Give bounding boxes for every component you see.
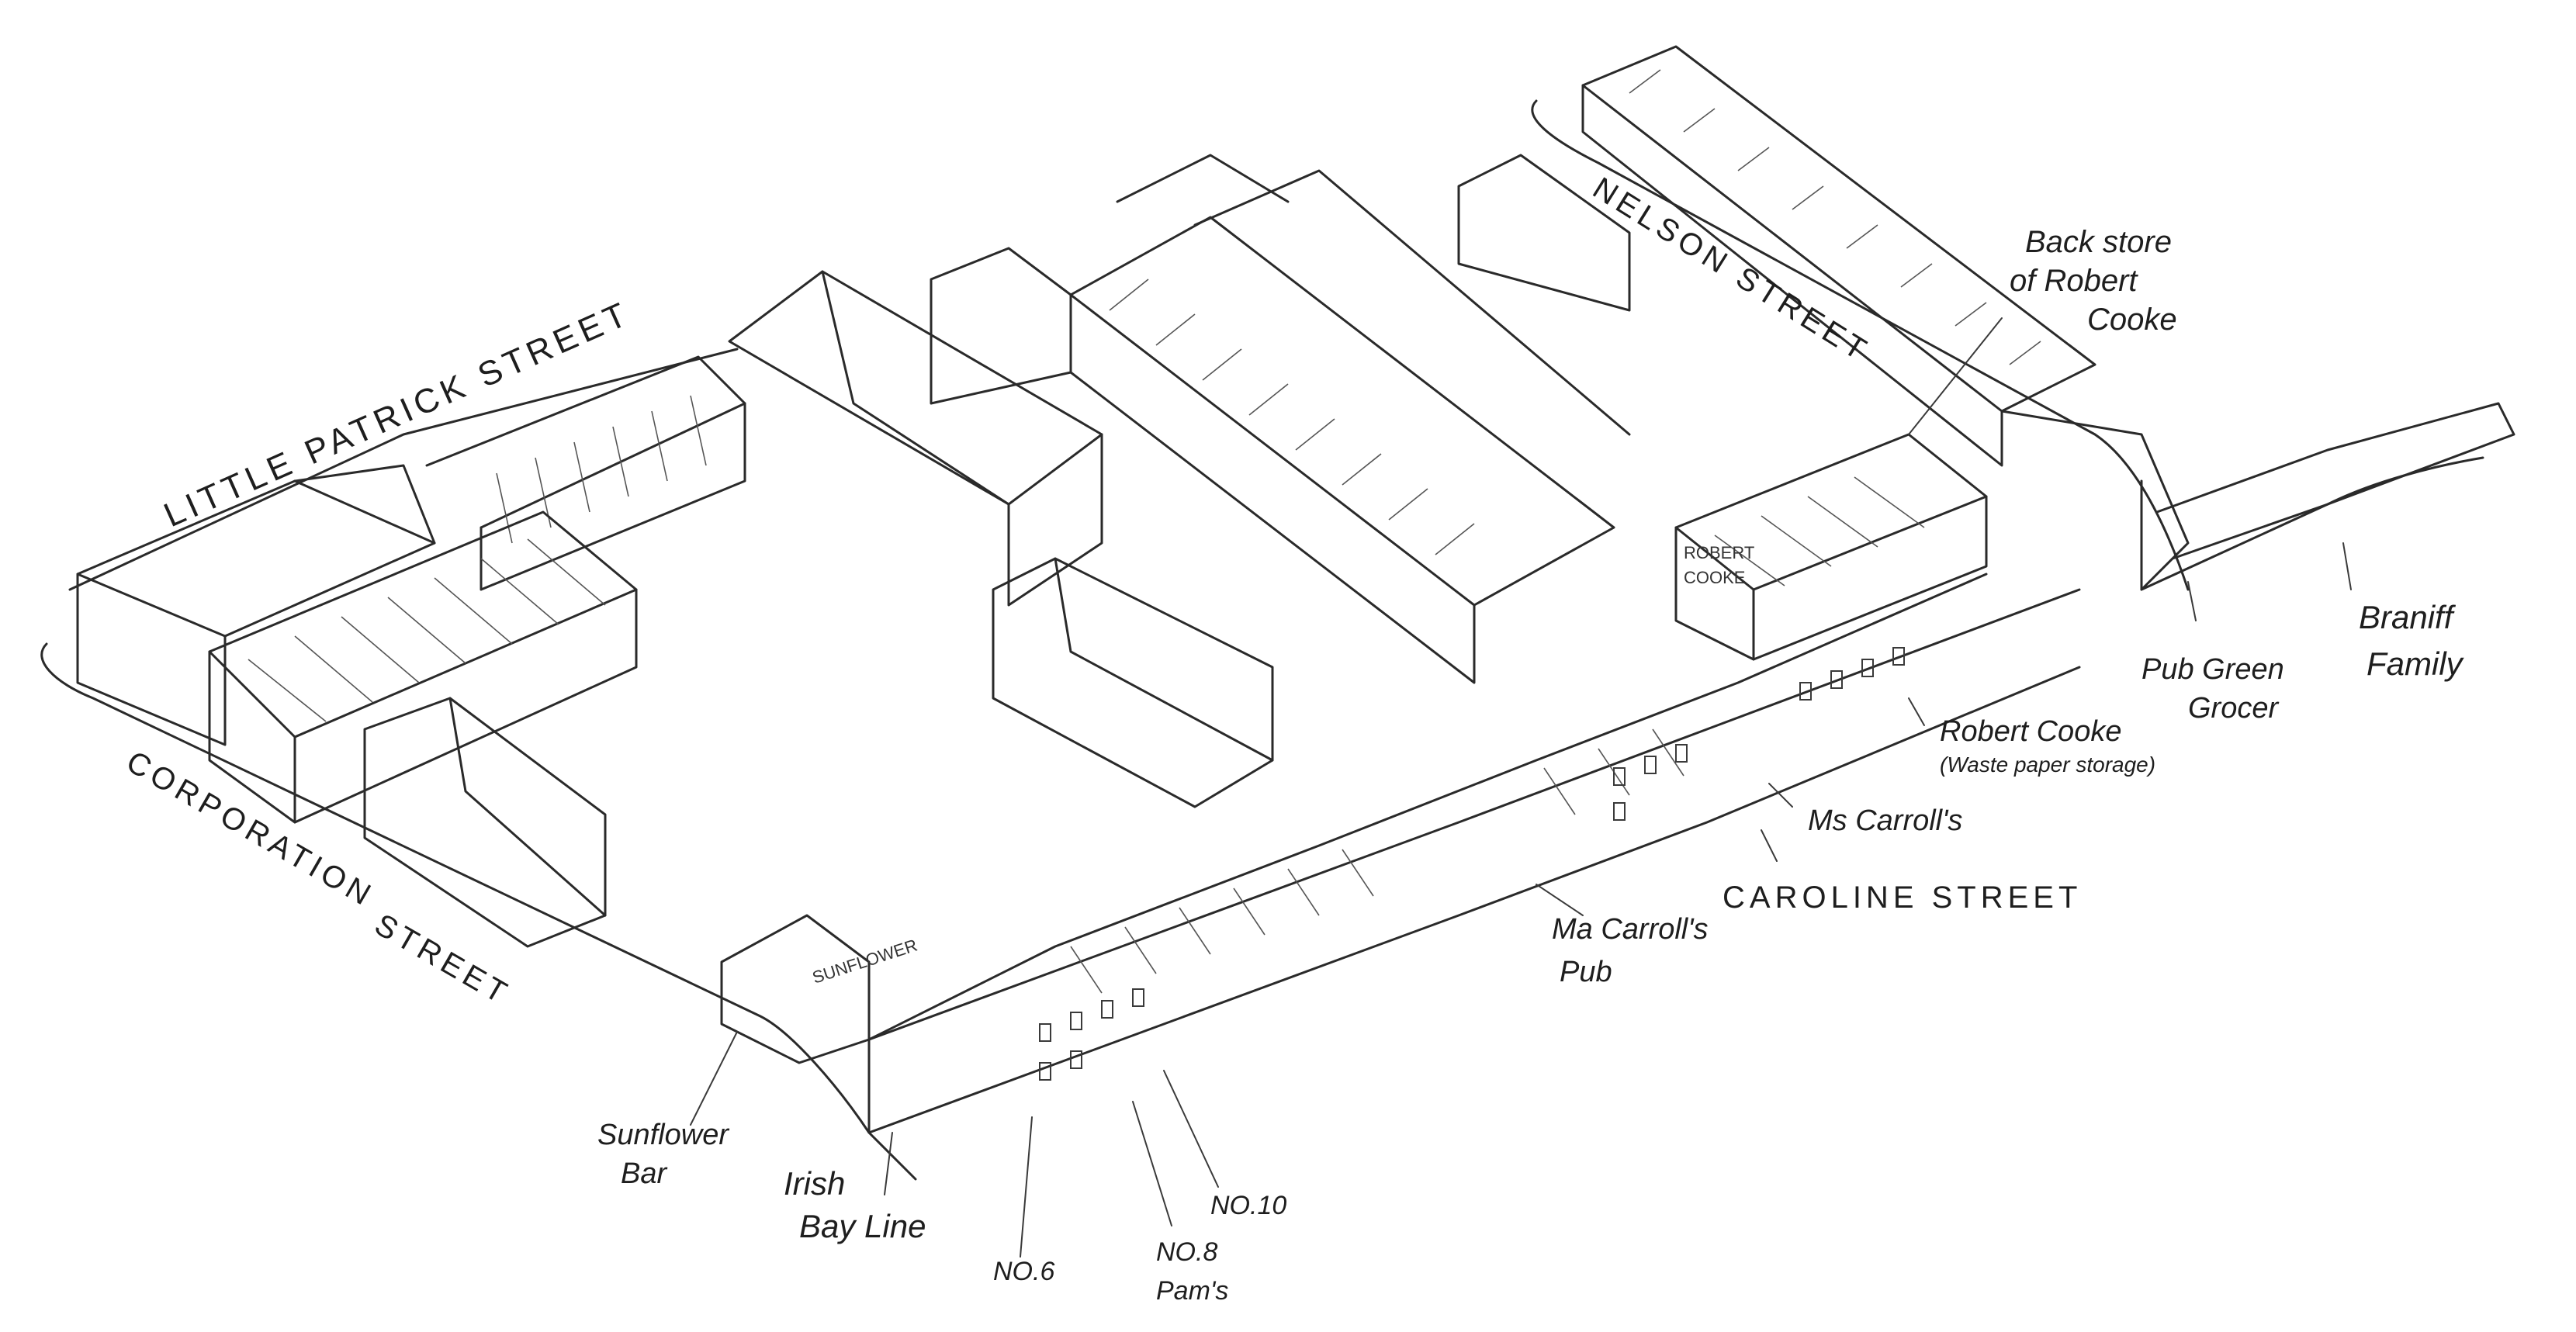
no8-label-2: Pam's — [1156, 1276, 1228, 1306]
robert-cooke-sign-2: COOKE — [1684, 568, 1745, 587]
pub-green-grocer-label-1: Pub Green — [2141, 653, 2284, 686]
sunflower-sign: SUNFLOWER — [810, 936, 919, 988]
irish-bay-line-label-1: Irish — [784, 1165, 845, 1202]
braniff-label-2: Family — [2367, 645, 2465, 682]
back-store-label-3: Cooke — [2087, 303, 2177, 337]
robert-cooke-label-2: (Waste paper storage) — [1940, 752, 2155, 777]
central-terrace-rows — [930, 154, 1631, 684]
no8-label-1: NO.8 — [1156, 1237, 1217, 1267]
back-store-label-2: of Robert — [2010, 264, 2138, 298]
sunflower-bar-label-1: Sunflower — [597, 1119, 729, 1151]
robert-cooke-sign: ROBERT — [1684, 543, 1754, 562]
no10-label: NO.10 — [1210, 1191, 1286, 1220]
pub-green-grocer-label-2: Grocer — [2188, 692, 2279, 725]
braniff-label-1: Braniff — [2359, 599, 2457, 635]
caroline-street-frontage: SUNFLOWER — [720, 573, 2081, 1134]
robert-cooke-label-1: Robert Cooke — [1940, 715, 2121, 748]
little-patrick-street-label: LITTLE PATRICK STREET — [158, 294, 636, 535]
ma-carrolls-label-1: Ma Carroll's — [1552, 913, 1709, 946]
ms-carrolls-label: Ms Carroll's — [1808, 804, 1962, 837]
ma-carrolls-label-2: Pub — [1560, 956, 1612, 988]
corporation-street-label-line1: CORPORATION — [121, 745, 380, 915]
back-store-label-1: Back store — [2025, 225, 2172, 259]
robert-cooke-store: ROBERT COOKE — [1674, 433, 1988, 661]
sunflower-bar-label-2: Bar — [621, 1157, 667, 1190]
windows — [1039, 647, 1905, 1081]
corporation-shed — [208, 510, 638, 948]
nelson-street-terrace — [1457, 45, 2515, 591]
caroline-street-label: CAROLINE STREET — [1723, 881, 2082, 915]
no6-label: NO.6 — [993, 1257, 1054, 1286]
irish-bay-line-label-2: Bay Line — [799, 1208, 926, 1244]
leader-lines — [690, 317, 2352, 1258]
central-warehouse — [728, 270, 1274, 808]
street-kerbs — [40, 99, 2484, 1181]
